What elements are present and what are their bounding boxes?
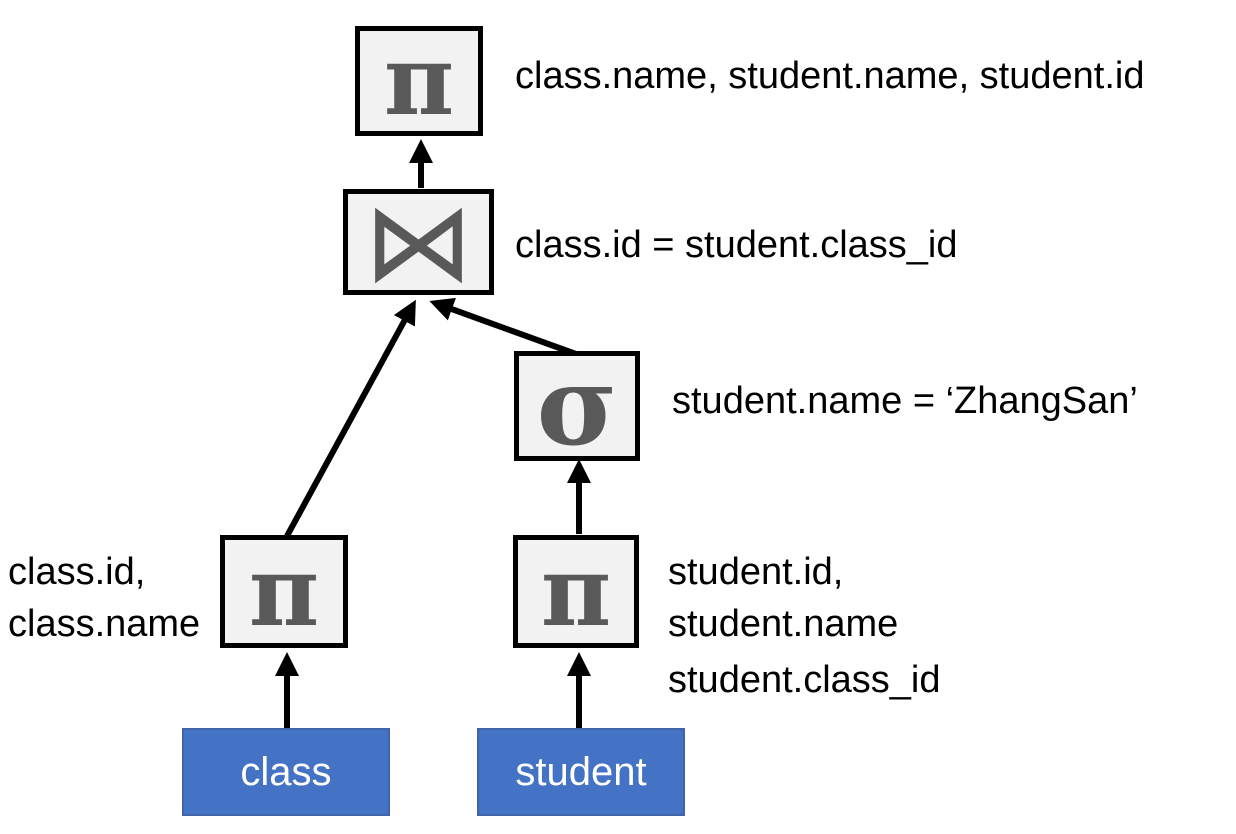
pi-icon: π	[540, 534, 612, 648]
join-box: ⋈	[343, 178, 494, 306]
student-table-node: student	[477, 728, 685, 816]
pi-icon: π	[383, 24, 455, 137]
edge-class-projection-to-join	[284, 299, 416, 538]
student-projection-label-line-3: student.class_id	[668, 659, 941, 701]
student-projection-label-line-2: student.name	[668, 603, 899, 645]
class-projection-label-line-1: class.id,	[8, 551, 146, 593]
class-projection-label-line-2: class.name	[8, 603, 201, 645]
top-projection-box: π	[355, 26, 483, 136]
bowtie-join-icon: ⋈	[363, 178, 474, 306]
edge-selection-to-join	[429, 297, 578, 357]
class-projection-box: π	[220, 535, 348, 648]
sigma-icon: σ	[536, 341, 618, 470]
selection-condition-label: student.name = ‘ZhangSan’	[672, 380, 1138, 422]
selection-box: σ	[514, 351, 640, 461]
student-projection-box: π	[513, 535, 639, 648]
top-projection-label: class.name, student.name, student.id	[515, 55, 1145, 97]
class-table-node: class	[182, 728, 390, 816]
student-projection-label-line-1: student.id,	[668, 551, 844, 593]
pi-icon: π	[248, 534, 320, 648]
join-condition-label: class.id = student.class_id	[515, 224, 958, 266]
